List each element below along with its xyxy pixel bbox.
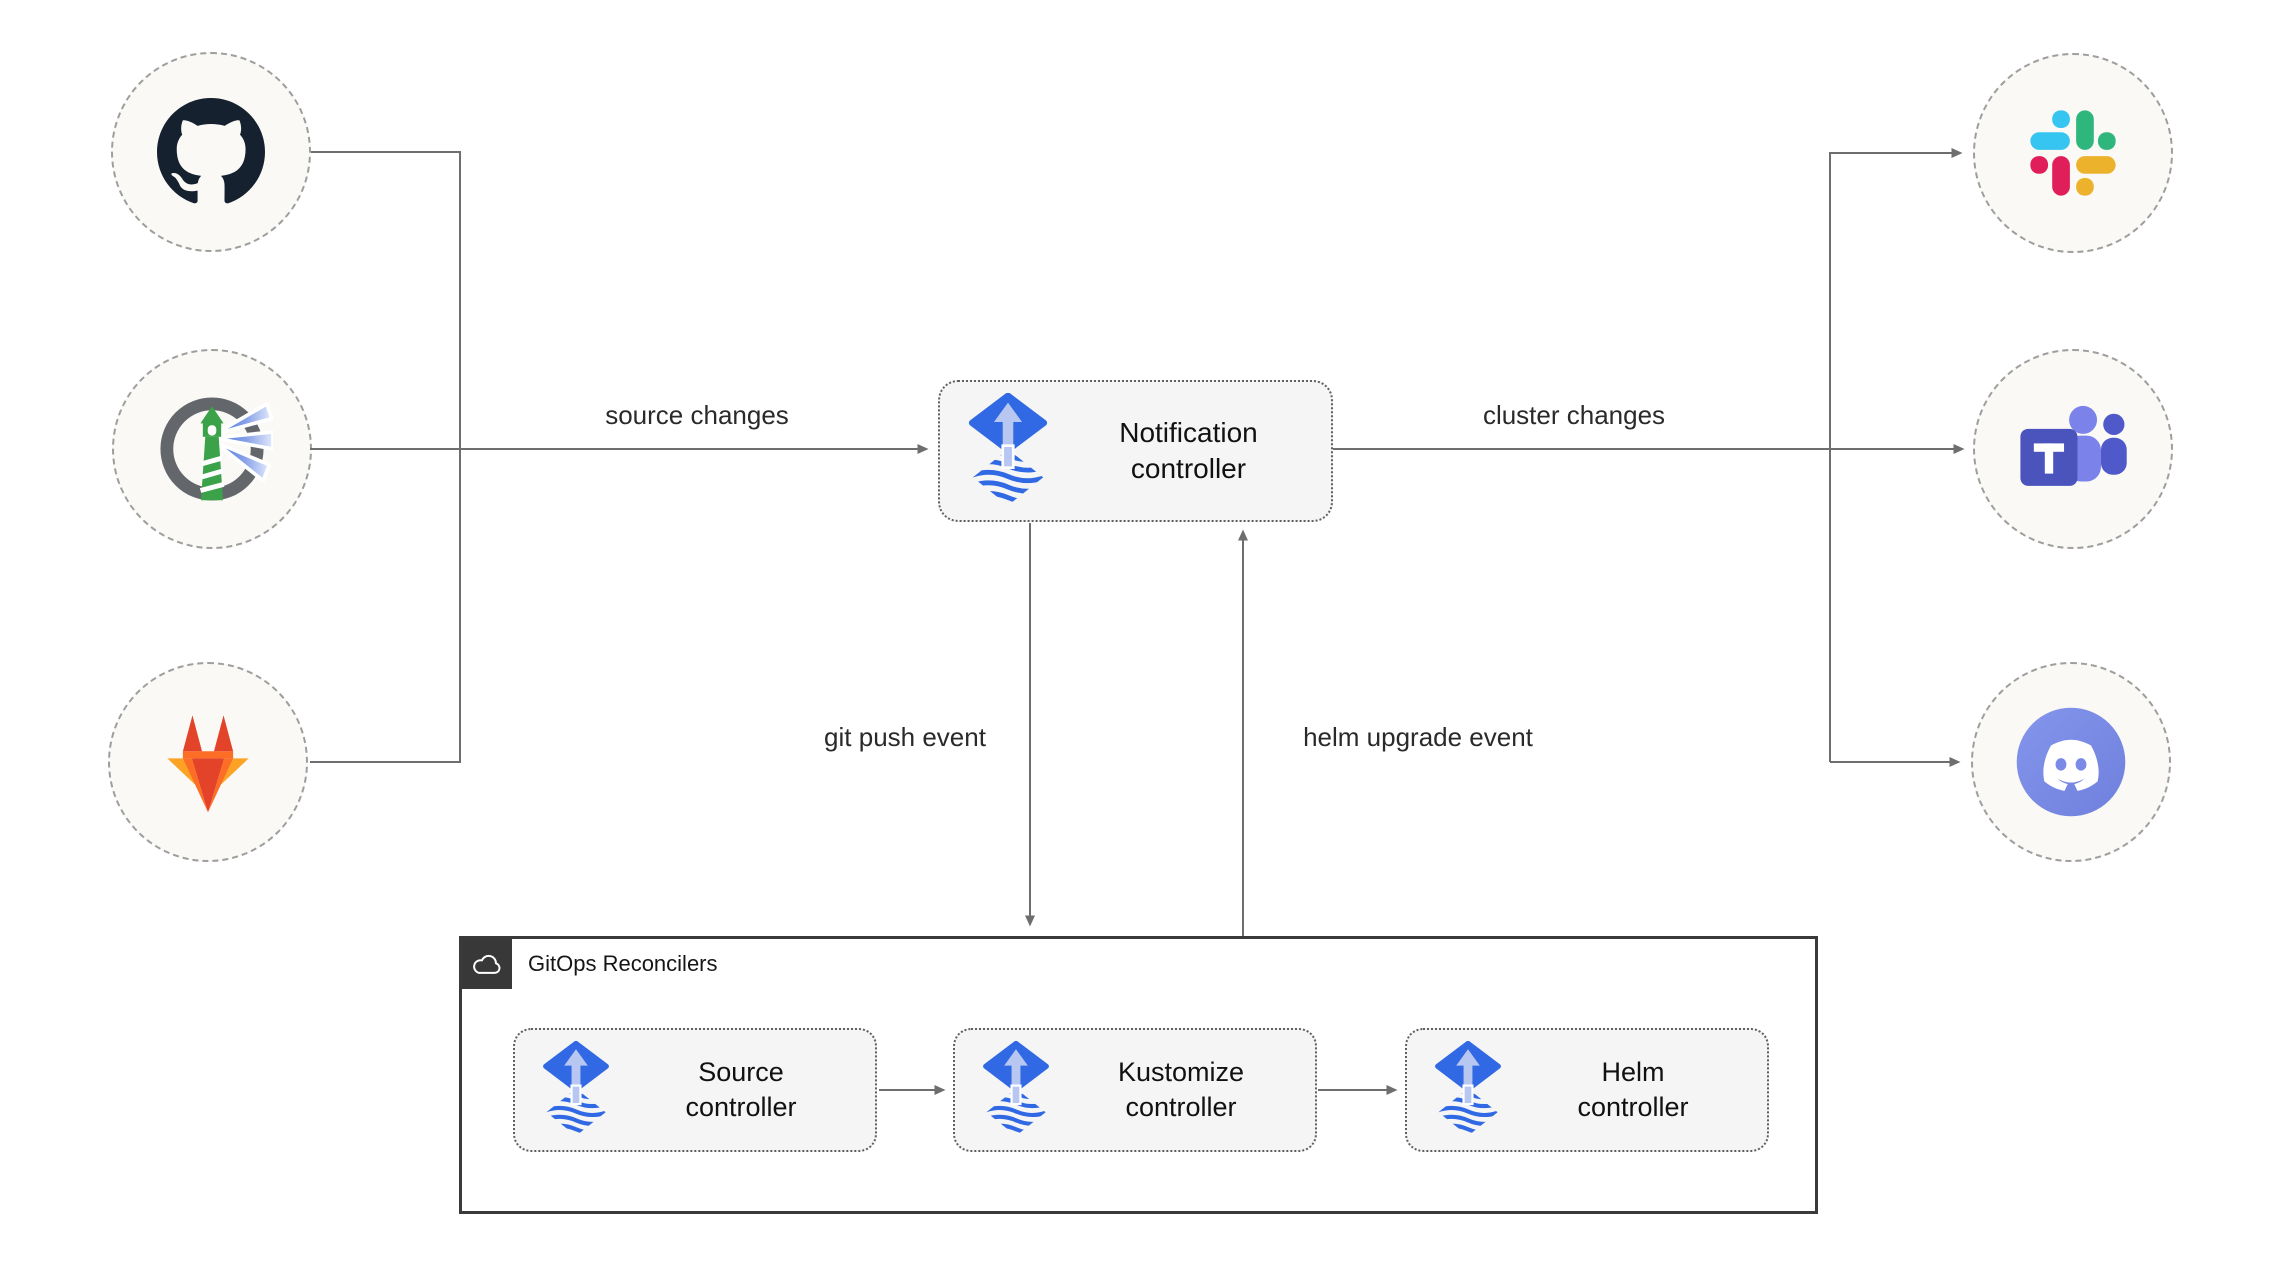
slack-icon [2021, 101, 2125, 205]
harbor-node [112, 349, 312, 549]
source-controller-label: Source controller [685, 1056, 797, 1122]
gitops-group-title: GitOps Reconcilers [528, 951, 718, 976]
gitops-reconcilers-group: GitOps Reconcilers Source controller Kus… [459, 936, 1818, 1214]
discord-node [1971, 662, 2171, 862]
teams-icon [2017, 402, 2129, 496]
gitlab-node [108, 662, 308, 862]
notification-controller-label: Notification controller [1119, 416, 1258, 484]
github-icon [157, 98, 265, 206]
helm-controller-label: Helm controller [1577, 1056, 1689, 1122]
edge-label-cluster-changes: cluster changes [1482, 400, 1666, 430]
gitlab-icon [148, 707, 268, 817]
discord-icon [2012, 703, 2130, 821]
flux-icon [1431, 1041, 1505, 1139]
edge-label-git-push-event: git push event [824, 722, 986, 752]
gitops-group-tab [462, 939, 512, 989]
source-controller-node: Source controller [513, 1028, 877, 1152]
slack-node [1973, 53, 2173, 253]
helm-controller-node: Helm controller [1405, 1028, 1769, 1152]
notification-controller-node: Notification controller [938, 380, 1333, 522]
github-node [111, 52, 311, 252]
kustomize-controller-label: Kustomize controller [1117, 1056, 1245, 1122]
edge-label-source-changes: source changes [605, 400, 789, 430]
harbor-icon [151, 388, 273, 510]
cloud-icon [471, 953, 503, 976]
edge-label-helm-upgrade-event: helm upgrade event [1303, 722, 1533, 752]
kustomize-controller-node: Kustomize controller [953, 1028, 1317, 1152]
flux-icon [964, 393, 1052, 509]
teams-node [1973, 349, 2173, 549]
flux-icon [539, 1041, 613, 1139]
flux-icon [979, 1041, 1053, 1139]
